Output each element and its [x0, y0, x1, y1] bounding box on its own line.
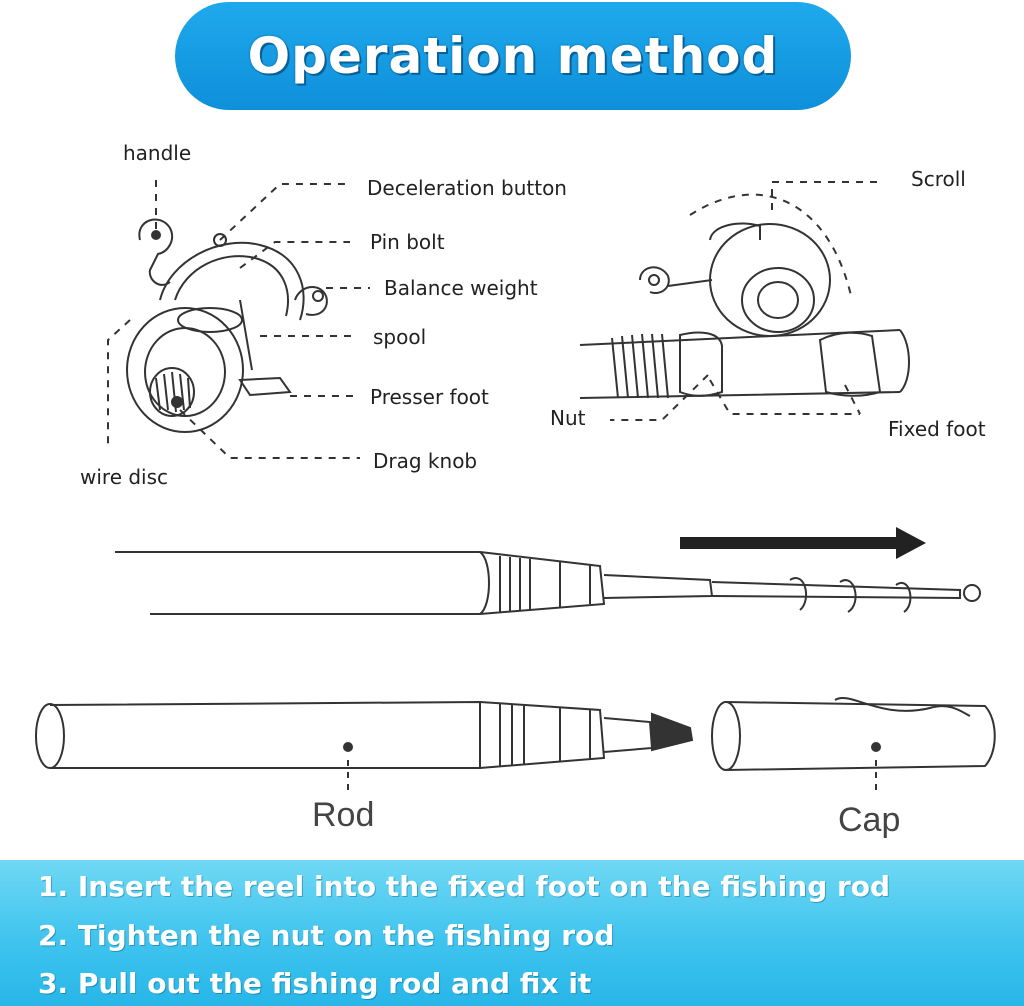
label-fixed-foot: Fixed foot: [888, 417, 986, 441]
label-scroll: Scroll: [911, 167, 966, 191]
label-deceleration-button: Deceleration button: [367, 176, 567, 200]
label-presser-foot: Presser foot: [370, 385, 489, 409]
label-balance-weight: Balance weight: [384, 276, 538, 300]
pull-direction-arrow: [680, 527, 926, 559]
rod-leader-lines: [347, 760, 877, 792]
reel-illustration: [126, 218, 328, 433]
label-pin-bolt: Pin bolt: [370, 230, 445, 254]
title-banner: Operation method: [175, 2, 851, 110]
step-1: 1. Insert the reel into the fixed foot o…: [38, 870, 891, 903]
reel-leader-lines: [107, 180, 370, 459]
step-3: 3. Pull out the fishing rod and fix it: [38, 967, 592, 1000]
collapsed-rod-illustration: [35, 697, 996, 771]
mount-leader-lines: [610, 181, 880, 421]
label-rod: Rod: [312, 796, 375, 834]
page-title: Operation method: [247, 27, 779, 85]
label-nut: Nut: [550, 406, 586, 430]
diagram-artwork: [35, 180, 996, 792]
label-wire-disc: wire disc: [80, 465, 169, 489]
extended-rod-illustration: [115, 551, 981, 615]
step-2: 2. Tighten the nut on the fishing rod: [38, 919, 615, 952]
instructions-band: 1. Insert the reel into the fixed foot o…: [0, 860, 1024, 1006]
label-spool: spool: [373, 325, 427, 349]
label-drag-knob: Drag knob: [373, 449, 478, 473]
reel-mount-illustration: [579, 222, 910, 399]
label-handle: handle: [123, 141, 192, 165]
label-cap: Cap: [838, 801, 901, 839]
